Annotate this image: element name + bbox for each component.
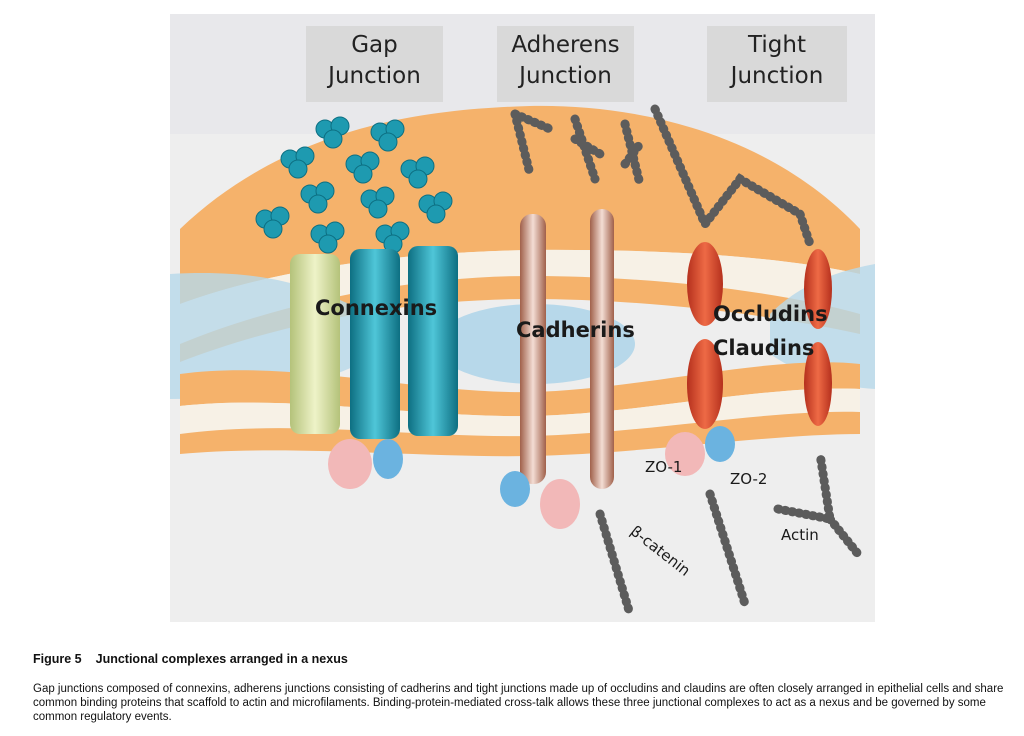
tight-junction-header-line2: Junction (730, 63, 824, 89)
actin-label: Actin (781, 526, 819, 544)
actin-filament (705, 489, 750, 609)
occludin (804, 249, 832, 329)
binding-protein (705, 426, 735, 462)
connexins-label: Connexins (315, 296, 438, 320)
figure-title: Junctional complexes arranged in a nexus (95, 652, 348, 666)
binding-protein (373, 439, 403, 479)
pink-protein (328, 439, 372, 489)
connexon-top (370, 119, 405, 152)
occludins-claudins (687, 242, 832, 429)
tight-junction-header: Tight Junction (707, 26, 847, 102)
actin-filaments (510, 104, 863, 619)
gap-junction-header-line1: Gap (351, 32, 398, 58)
connexon-top (280, 146, 315, 179)
connexin-channel (350, 249, 400, 439)
connexon-top (300, 181, 335, 214)
connexon-top (255, 206, 290, 239)
actin-filament (510, 109, 555, 179)
tight-junction-header-line1: Tight (748, 32, 806, 58)
caption-title: Figure 5 Junctional complexes arranged in… (33, 652, 1008, 666)
adherens-junction-header-line2: Junction (519, 63, 612, 89)
pink-protein (540, 479, 580, 529)
connexin-channel-light (290, 254, 340, 434)
figure-caption: Figure 5 Junctional complexes arranged in… (33, 652, 1008, 724)
claudin (804, 342, 832, 426)
occludin (687, 242, 723, 326)
binding-protein (500, 471, 530, 507)
gap-junction-header-line2: Junction (328, 63, 421, 89)
cadherin-right (590, 209, 614, 489)
adherens-junction-header-line1: Adherens (511, 32, 620, 58)
cadherins-label: Cadherins (516, 318, 635, 342)
adherens-junction-header: Adherens Junction (497, 26, 634, 102)
zo1-label: ZO-1 (645, 458, 683, 476)
connexon-top (345, 151, 380, 184)
connexon-top (418, 191, 453, 224)
actin-filament (595, 509, 635, 619)
cadherin-left (520, 214, 546, 484)
connexon-top (310, 221, 345, 254)
caption-body: Gap junctions composed of connexins, adh… (33, 683, 1004, 723)
actin-filament (650, 104, 815, 249)
connexon-top (360, 186, 395, 219)
pink-protein (665, 432, 705, 476)
connexin-channel (408, 246, 458, 436)
connexon-top (375, 221, 410, 254)
binding-proteins (328, 426, 735, 529)
cadherins (520, 209, 614, 489)
figure-number: Figure 5 (33, 652, 82, 666)
connexon-tops (255, 116, 453, 254)
connexon-top (400, 156, 435, 189)
claudins-label: Claudins (713, 336, 815, 360)
occludins-label: Occludins (713, 302, 828, 326)
claudin (687, 339, 723, 429)
actin-filament (773, 449, 863, 559)
gap-junction-header: Gap Junction (306, 26, 443, 102)
zo2-label: ZO-2 (730, 470, 768, 488)
junction-illustration: Gap Junction Adherens Junction Tight Jun… (170, 14, 875, 622)
actin-filament (620, 119, 645, 189)
actin-filament (570, 114, 605, 184)
connexin-channels (290, 246, 458, 439)
connexon-top (315, 116, 350, 149)
